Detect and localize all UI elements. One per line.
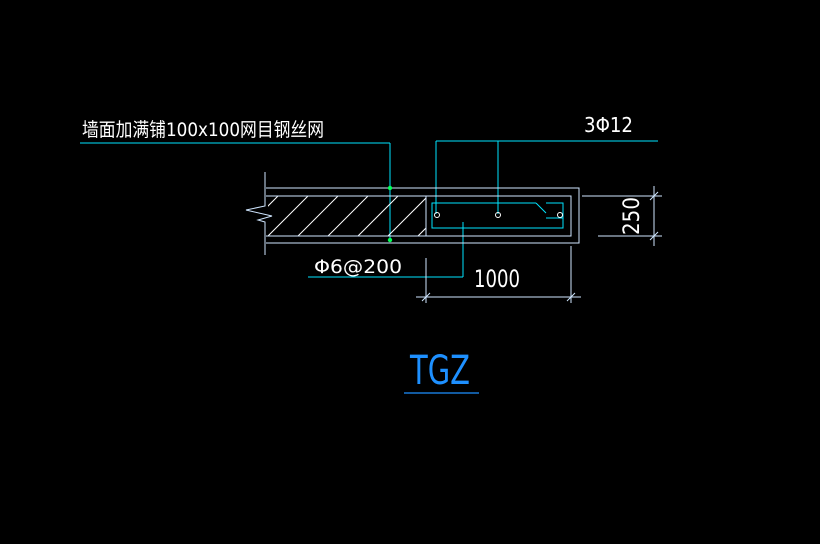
rebar-dot (434, 212, 440, 218)
dim-length-label: 1000 (474, 265, 520, 293)
drawing-title: TGZ (409, 348, 470, 394)
leader-lines (80, 140, 658, 278)
plaster-outline (266, 187, 580, 244)
stirrup-label: Φ6@200 (314, 256, 402, 278)
dim-height-label: 250 (620, 197, 645, 235)
mesh-note-label: 墙面加满铺100x100网目钢丝网 (82, 119, 324, 141)
rebar-bars (434, 212, 563, 218)
rebar-main-label: 3Φ12 (584, 113, 633, 137)
wall-hatch (268, 196, 426, 236)
stirrup-loop (431, 202, 564, 229)
dimension-length (416, 246, 581, 303)
rebar-dot (495, 212, 501, 218)
dimension-height (582, 186, 662, 246)
node-point (387, 237, 393, 243)
rebar-dot (557, 212, 563, 218)
mesh-nodes (387, 185, 393, 243)
node-point (387, 185, 393, 191)
break-line (245, 172, 273, 255)
column-body (425, 195, 572, 237)
